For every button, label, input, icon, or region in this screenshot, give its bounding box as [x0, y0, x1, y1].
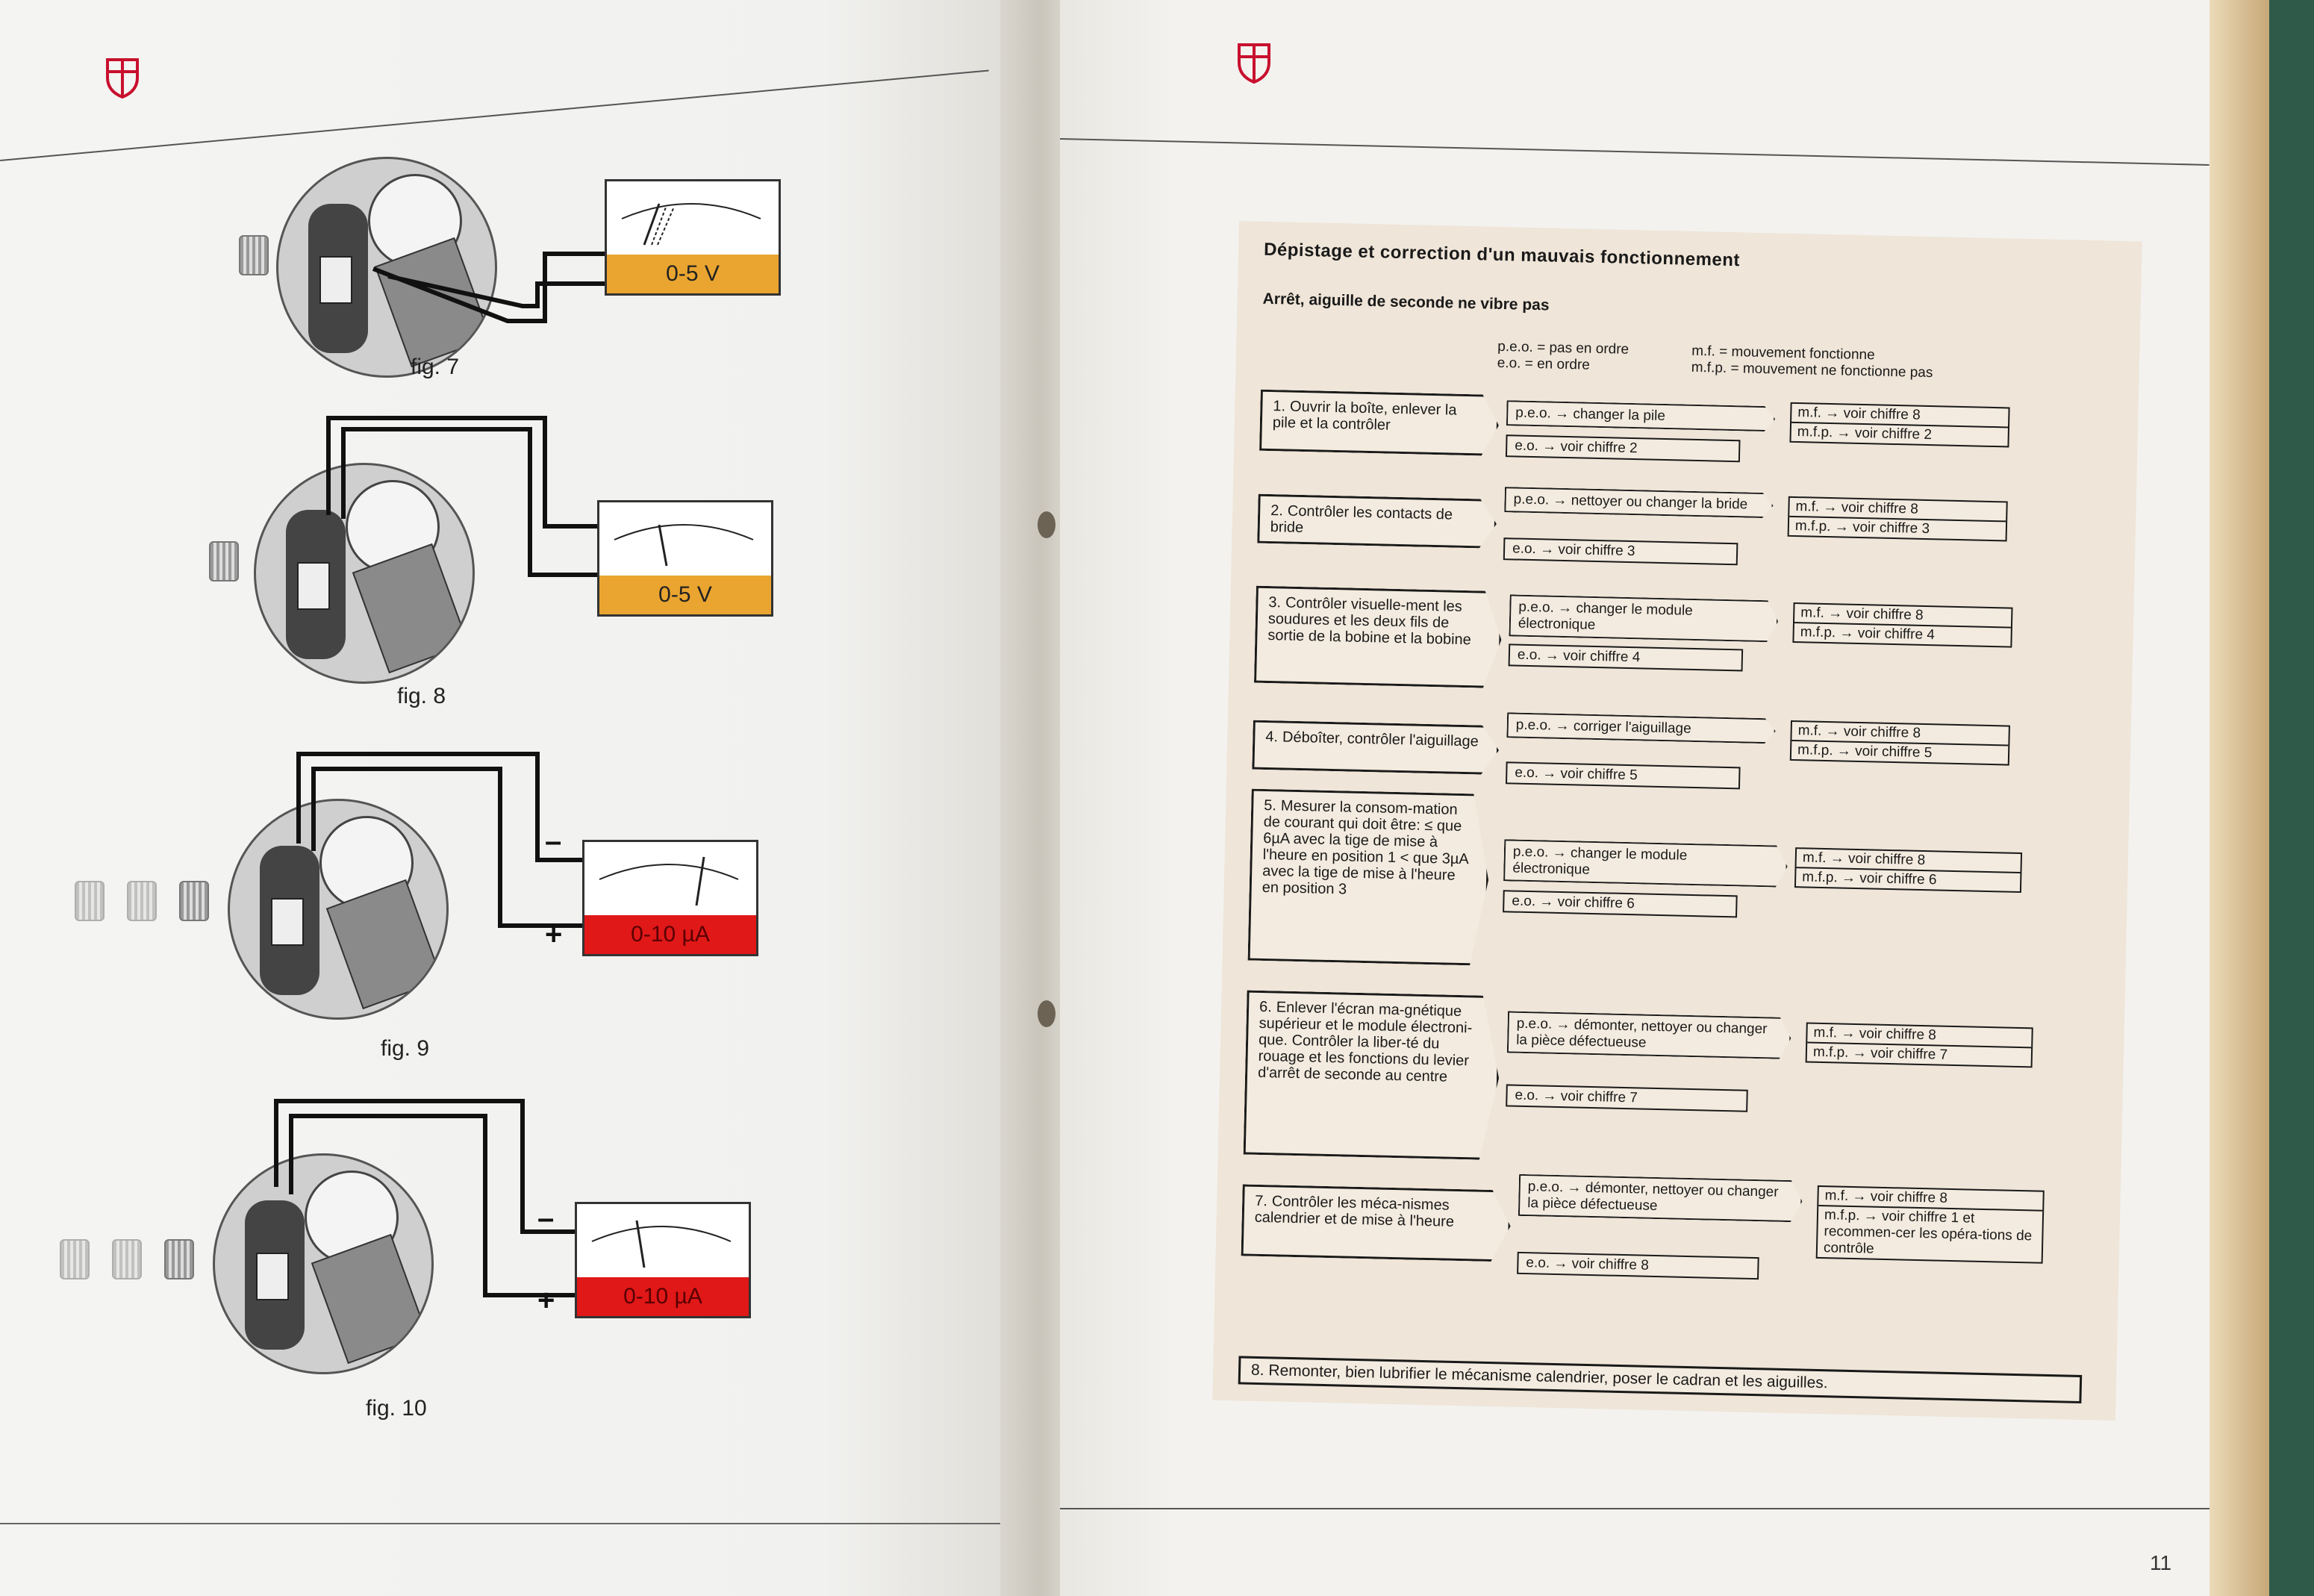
troubleshooting-sheet: Dépistage et correction d'un mauvais fon…	[1212, 221, 2142, 1421]
binder-hole	[1038, 1000, 1055, 1027]
movement-illustration	[276, 157, 497, 378]
crown-position-1-icon	[75, 881, 105, 921]
figure-caption: fig. 7	[411, 355, 460, 379]
bottom-rule	[0, 1523, 1000, 1524]
figure-10: – + 0-10 µA fig. 10	[52, 1097, 751, 1421]
step-8-final: 8. Remonter, bien lubrifier le mécanisme…	[1238, 1356, 2083, 1404]
voltmeter: 0-5 V	[605, 179, 781, 296]
sheet-title: Dépistage et correction d'un mauvais fon…	[1263, 239, 1741, 271]
meter-label: 0-5 V	[607, 255, 779, 293]
legend-left: p.e.o. = pas en ordre e.o. = en ordre	[1497, 339, 1630, 375]
page-number: 11	[2150, 1551, 2172, 1574]
meter-label: 0-10 µA	[584, 915, 756, 954]
bottom-rule	[1060, 1508, 2209, 1509]
crown-icon	[179, 881, 209, 921]
binder-hole	[1038, 511, 1055, 538]
test-leads	[326, 416, 597, 577]
step-4: 4.Déboîter, contrôler l'aiguillage	[1252, 720, 1499, 775]
step-4-peo: p.e.o. → corriger l'aiguillage	[1506, 712, 1776, 744]
step-6-eo: e.o. → voir chiffre 7	[1506, 1084, 1748, 1112]
figure-caption: fig. 10	[366, 1396, 427, 1421]
tudor-shield-icon	[1238, 43, 1270, 84]
movement-illustration	[228, 799, 449, 1020]
step-3-peo: p.e.o. → changer le module électronique	[1509, 594, 1778, 642]
figure-caption: fig. 9	[381, 1036, 430, 1061]
step-1-eo: e.o. → voir chiffre 2	[1505, 434, 1741, 463]
crown-icon	[239, 235, 269, 275]
crown-position-1-icon	[60, 1239, 90, 1279]
meter-label: 0-10 µA	[577, 1277, 749, 1316]
test-leads	[296, 752, 582, 928]
voltmeter: 0-5 V	[597, 500, 773, 617]
legend-right: m.f. = mouvement fonctionne m.f.p. = mou…	[1691, 343, 1933, 381]
movement-illustration	[213, 1153, 434, 1374]
step-2: 2.Contrôler les contacts de bride	[1257, 494, 1497, 549]
left-page: 0-5 V fig. 7 0-5 V fig. 8 – +	[0, 0, 1030, 1596]
top-rule	[1059, 138, 2209, 166]
figure-7: 0-5 V fig. 7	[224, 149, 791, 470]
step-6-peo: p.e.o. → démonter, nettoyer ou changer l…	[1507, 1011, 1791, 1059]
crown-icon	[209, 541, 239, 582]
folder-edge	[2202, 0, 2269, 1596]
minus-sign: –	[545, 825, 562, 858]
step-7-eo: e.o. → voir chiffre 8	[1517, 1251, 1759, 1280]
test-leads	[274, 1099, 575, 1297]
crown-position-2-icon	[127, 881, 157, 921]
microammeter: 0-10 µA	[582, 840, 758, 956]
top-rule	[0, 69, 989, 161]
step-2-eo: e.o. → voir chiffre 3	[1503, 537, 1738, 566]
movement-illustration	[254, 463, 475, 684]
legend-eo: e.o. = en ordre	[1497, 355, 1591, 373]
step-6: 6.Enlever l'écran ma-gnétique supérieur …	[1244, 991, 1501, 1161]
step-5-peo: p.e.o. → changer le module électronique	[1503, 839, 1788, 888]
step-3-eo: e.o. → voir chiffre 4	[1508, 643, 1744, 672]
crown-icon	[164, 1239, 194, 1279]
step-5: 5.Mesurer la consom-mation de courant qu…	[1248, 789, 1491, 966]
step-1: 1.Ouvrir la boîte, enlever la pile et la…	[1259, 390, 1500, 456]
step-7: 7.Contrôler les méca-nismes calendrier e…	[1241, 1184, 1512, 1262]
sheet-subtitle: Arrêt, aiguille de seconde ne vibre pas	[1262, 290, 1550, 314]
step-4-eo: e.o. → voir chiffre 5	[1505, 761, 1741, 790]
figure-8: 0-5 V fig. 8	[202, 411, 773, 732]
microammeter: 0-10 µA	[575, 1202, 751, 1318]
step-1-peo: p.e.o. → changer la pile	[1506, 400, 1776, 431]
plus-sign: +	[545, 918, 563, 951]
step-5-eo: e.o. → voir chiffre 6	[1503, 890, 1738, 918]
figure-9: – + 0-10 µA fig. 9	[67, 746, 758, 1067]
plus-sign: +	[537, 1284, 555, 1317]
figure-caption: fig. 8	[397, 684, 446, 708]
crown-position-2-icon	[112, 1239, 142, 1279]
tudor-shield-icon	[106, 58, 139, 99]
minus-sign: –	[537, 1202, 555, 1235]
test-leads	[372, 252, 605, 323]
step-3: 3.Contrôler visuelle-ment les soudures e…	[1254, 586, 1503, 688]
meter-label: 0-5 V	[599, 576, 771, 614]
step-2-peo: p.e.o. → nettoyer ou changer la bride	[1504, 487, 1774, 518]
step-7-peo: p.e.o. → démonter, nettoyer ou changer l…	[1518, 1174, 1803, 1223]
